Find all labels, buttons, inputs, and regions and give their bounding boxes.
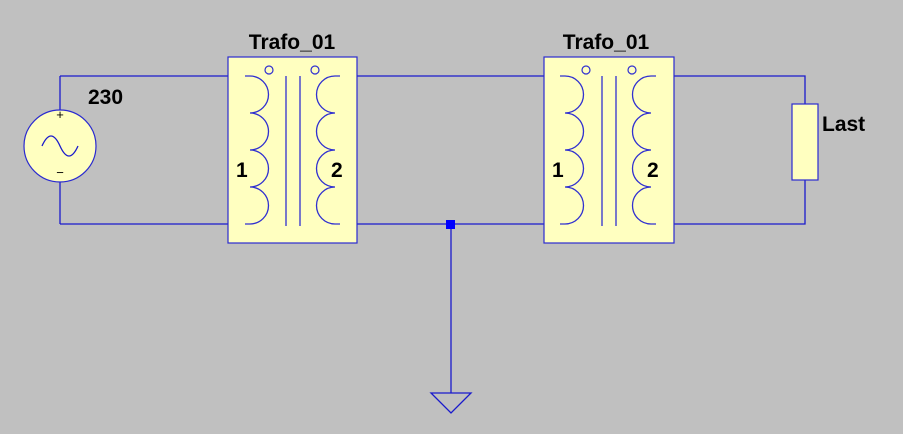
transformer-1-name: Trafo_01 — [249, 31, 336, 54]
voltage-source[interactable]: + − — [23, 107, 97, 183]
transformer-2-body — [543, 56, 675, 244]
source-plus-sign: + — [56, 107, 64, 122]
ground-icon[interactable] — [429, 392, 473, 414]
secondary-label: 2 — [331, 159, 343, 182]
wire-load-top[interactable] — [656, 75, 806, 104]
primary-label: 1 — [552, 159, 564, 182]
polarity-dot-icon — [581, 65, 591, 75]
transformer-1[interactable]: 1 2 — [227, 56, 358, 244]
source-value-label: 230 — [88, 86, 123, 109]
resistor-body — [791, 103, 819, 181]
source-minus-sign: − — [56, 165, 64, 180]
wires — [59, 75, 806, 393]
transformer-2-name: Trafo_01 — [563, 31, 650, 54]
secondary-coil-icon — [315, 75, 340, 225]
load-resistor[interactable] — [791, 103, 819, 181]
wire-load-bottom[interactable] — [656, 180, 806, 225]
primary-coil-icon — [245, 75, 270, 225]
load-name-label: Last — [822, 113, 865, 136]
transformer-1-body — [227, 56, 358, 244]
secondary-label: 2 — [647, 159, 659, 182]
polarity-dot-icon — [627, 65, 637, 75]
secondary-coil-icon — [631, 75, 656, 225]
polarity-dot-icon — [310, 65, 320, 75]
junction-dot[interactable] — [446, 220, 455, 229]
sine-wave-icon — [41, 135, 79, 157]
primary-coil-icon — [560, 75, 585, 225]
primary-label: 1 — [236, 159, 248, 182]
polarity-dot-icon — [264, 65, 274, 75]
transformer-2[interactable]: 1 2 — [543, 56, 675, 244]
